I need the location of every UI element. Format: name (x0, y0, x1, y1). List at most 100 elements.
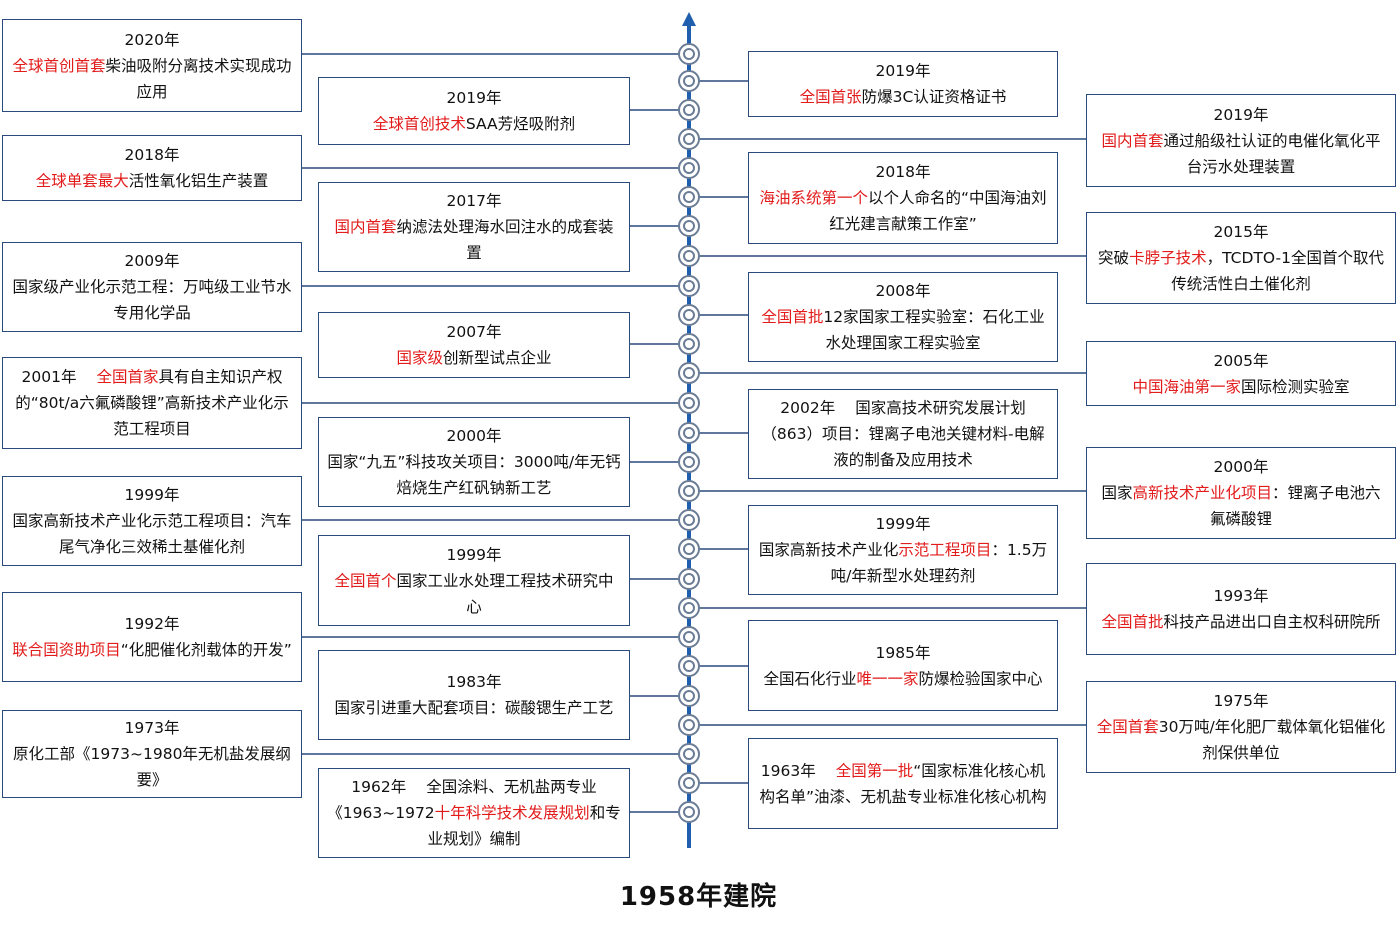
event-highlight: 全国首张 (799, 88, 862, 106)
event-text: 国际检测实验室 (1241, 377, 1350, 396)
event-text: 纳滤法处理海水回注水的成套装置 (396, 218, 614, 262)
event-year: 2018年 (124, 146, 180, 164)
timeline-node-icon (678, 422, 700, 444)
event-card: 1999年全国首个国家工业水处理工程技术研究中心 (318, 535, 630, 626)
event-year: 2019年 (1213, 105, 1269, 124)
event-highlight: 示范工程项目 (898, 541, 992, 559)
event-description: 国家高新技术产业化示范工程项目：汽车尾气净化三效稀土基催化剂 (11, 508, 293, 560)
event-year: 2002年 (780, 399, 836, 417)
event-card: 1973年原化工部《1973~1980年无机盐发展纲要》 (2, 710, 302, 798)
event-text: ，TCDTO-1全国首个取代传统活性白土催化剂 (1171, 249, 1384, 293)
event-description: 原化工部《1973~1980年无机盐发展纲要》 (11, 741, 293, 793)
event-description: 全国首个国家工业水处理工程技术研究中心 (327, 568, 621, 620)
event-year: 2000年 (446, 427, 502, 445)
event-card: 2007年国家级创新型试点企业 (318, 312, 630, 378)
timeline-node-icon (678, 480, 700, 502)
timeline-node-icon (678, 801, 700, 823)
event-text: 国家引进重大配套项目：碳酸锶生产工艺 (334, 699, 614, 717)
timeline-node-icon (678, 333, 700, 355)
event-text: ：1.5万吨/年新型水处理药剂 (830, 541, 1048, 585)
event-text: 国家高新技术产业化 (758, 541, 899, 559)
event-description: 国内首套纳滤法处理海水回注水的成套装置 (327, 214, 621, 266)
event-year: 1975年 (1213, 692, 1269, 710)
event-year: 1999年 (875, 515, 931, 533)
event-text: 全国石化行业 (763, 669, 857, 688)
event-highlight: 全球首创首套 (12, 56, 106, 75)
event-description: 国家引进重大配套项目：碳酸锶生产工艺 (334, 695, 613, 721)
event-year: 1999年 (124, 486, 180, 504)
event-text: 和专业规划》编制 (427, 804, 621, 848)
event-highlight: 全球单套最大 (35, 172, 129, 190)
event-highlight: 十年科学技术发展规划 (434, 804, 590, 822)
event-highlight: 全国第一批 (835, 761, 914, 780)
timeline-arrow-icon (682, 12, 696, 26)
timeline-node-icon (678, 43, 700, 65)
timeline-node-icon (678, 772, 700, 794)
timeline-node-icon (678, 626, 700, 648)
event-card: 1993年全国首批科技产品进出口自主权科研院所 (1086, 563, 1396, 655)
event-text: 以个人命名的“中国海油刘红光建言献策工作室” (829, 189, 1047, 233)
event-description: 国内首套通过船级社认证的电催化氧化平台污水处理装置 (1095, 128, 1387, 180)
event-highlight: 中国海油第一家 (1132, 377, 1241, 396)
event-description: 全国首批科技产品进出口自主权科研院所 (1101, 609, 1380, 635)
event-highlight: 国家级 (396, 349, 443, 367)
event-description: 全国首张防爆3C认证资格证书 (800, 84, 1007, 110)
event-card: 2009年国家级产业化示范工程：万吨级工业节水专用化学品 (2, 242, 302, 332)
event-year: 1992年 (124, 615, 180, 633)
timeline-node-icon (678, 597, 700, 619)
event-text: 国家 (1101, 484, 1133, 502)
event-year: 2008年 (875, 282, 931, 300)
event-card: 2002年国家高技术研究发展计划（863）项目：锂离子电池关键材料-电解液的制备… (748, 389, 1058, 479)
timeline-nodes (678, 43, 700, 823)
event-text: 柴油吸附分离技术实现成功应用 (105, 56, 292, 101)
timeline-node-icon (678, 714, 700, 736)
timeline-node-icon (678, 186, 700, 208)
timeline-node-icon (678, 157, 700, 179)
event-text: 具有自主知识产权的“80t/a六氟磷酸锂”高新技术产业化示范工程项目 (15, 368, 289, 438)
event-card: 2018年海油系统第一个以个人命名的“中国海油刘红光建言献策工作室” (748, 152, 1058, 244)
event-text: “化肥催化剂载体的开发” (120, 641, 292, 659)
event-year: 2005年 (1213, 351, 1269, 370)
event-text: 防爆检验国家中心 (918, 669, 1043, 688)
timeline-node-icon (678, 451, 700, 473)
timeline-node-icon (678, 392, 700, 414)
event-card: 2000年国家“九五”科技攻关项目：3000吨/年无钙焙烧生产红矾钠新工艺 (318, 417, 630, 507)
event-text: “国家标准化核心机构名单”油漆、无机盐专业标准化核心机构 (759, 761, 1047, 806)
event-highlight: 高新技术产业化项目 (1132, 484, 1272, 502)
event-highlight: 全球首创技术 (372, 115, 466, 133)
event-text: 国家级产业化示范工程：万吨级工业节水专用化学品 (12, 278, 292, 322)
event-card: 2017年国内首套纳滤法处理海水回注水的成套装置 (318, 182, 630, 272)
timeline-node-icon (678, 128, 700, 150)
timeline-node-icon (678, 538, 700, 560)
event-card: 2018年全球单套最大活性氧化铝生产装置 (2, 135, 302, 201)
event-year: 1962年 (351, 778, 407, 796)
event-description: 国家高新技术产业化项目：锂离子电池六氟磷酸锂 (1095, 480, 1387, 532)
event-card: 1983年国家引进重大配套项目：碳酸锶生产工艺 (318, 650, 630, 740)
event-year: 2018年 (875, 163, 931, 181)
timeline-node-icon (678, 245, 700, 267)
event-description: 国家级产业化示范工程：万吨级工业节水专用化学品 (11, 274, 293, 326)
event-description: 联合国资助项目“化肥催化剂载体的开发” (12, 637, 292, 663)
event-year: 2017年 (446, 192, 502, 210)
event-card: 2015年突破卡脖子技术，TCDTO-1全国首个取代传统活性白土催化剂 (1086, 212, 1396, 304)
event-text: 30万吨/年化肥厂载体氧化铝催化剂保供单位 (1158, 718, 1386, 762)
event-description: 全球首创技术SAA芳烃吸附剂 (373, 111, 575, 137)
event-text: 活性氧化铝生产装置 (128, 172, 269, 190)
event-year: 2019年 (446, 89, 502, 107)
event-description: 国家“九五”科技攻关项目：3000吨/年无钙焙烧生产红矾钠新工艺 (327, 449, 621, 501)
event-year: 2001年 (21, 368, 77, 386)
event-highlight: 全国首家 (96, 368, 159, 386)
event-card: 1985年全国石化行业唯一一家防爆检验国家中心 (748, 620, 1058, 711)
event-highlight: 全国首套 (1096, 718, 1159, 736)
event-year: 1973年 (124, 719, 180, 737)
event-card: 2019年全国首张防爆3C认证资格证书 (748, 51, 1058, 117)
event-description: 全球单套最大活性氧化铝生产装置 (36, 168, 269, 194)
event-year: 2015年 (1213, 223, 1269, 241)
event-card: 1999年国家高新技术产业化示范工程项目：1.5万吨/年新型水处理药剂 (748, 505, 1058, 595)
event-text: 防爆3C认证资格证书 (861, 88, 1007, 106)
event-card: 1975年全国首套30万吨/年化肥厂载体氧化铝催化剂保供单位 (1086, 681, 1396, 773)
event-text: 全国涂料、无机盐两专业《1963~1972 (327, 778, 597, 822)
event-year: 1999年 (446, 545, 502, 564)
event-highlight: 唯一一家 (856, 669, 919, 688)
